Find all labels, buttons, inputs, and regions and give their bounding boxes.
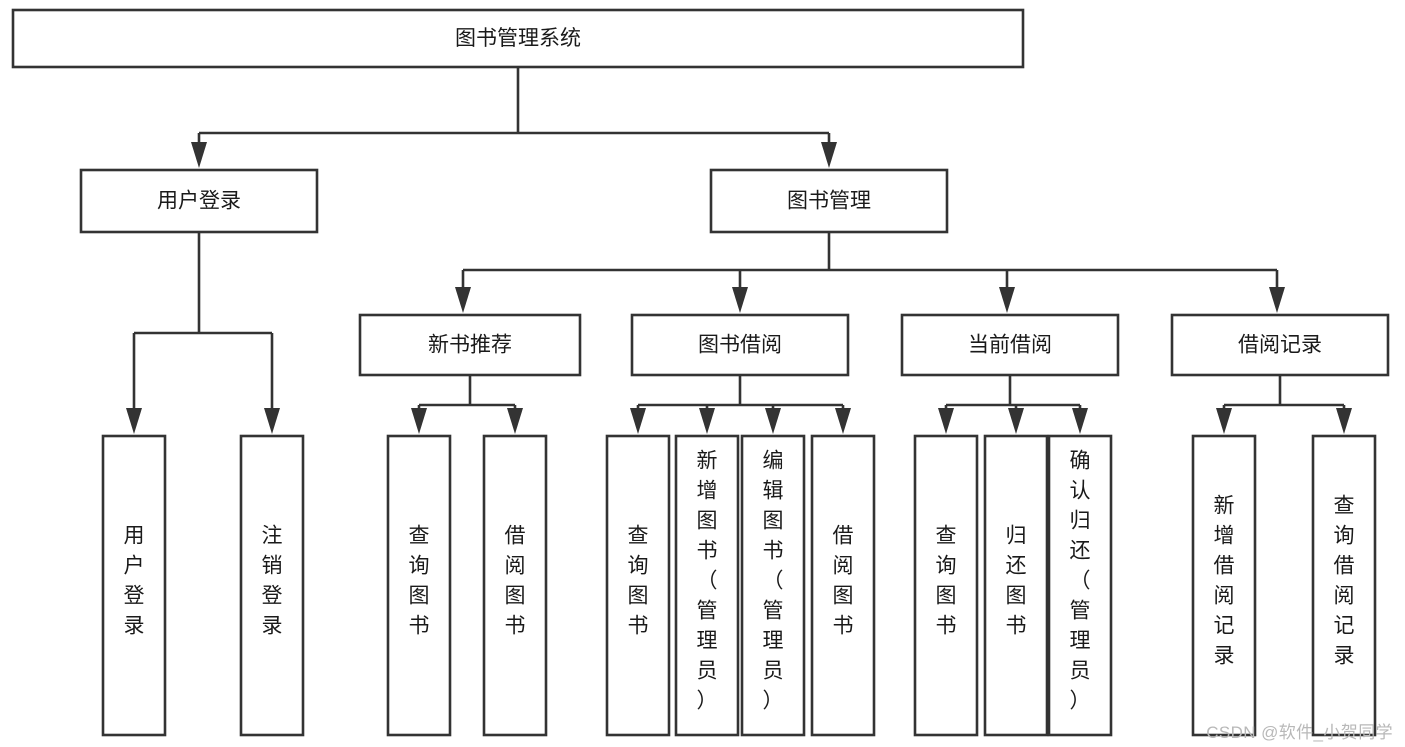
- node-l3-当前借阅[interactable]: 当前借阅: [900, 313, 1120, 377]
- node-leaf-2-查询图书[interactable]: 查询图书: [386, 434, 452, 737]
- connector-current-to-leaves: [938, 375, 1088, 434]
- node-leaf-3-借阅图书[interactable]: 借阅图书: [482, 434, 548, 737]
- node-leaf-6-编辑图书（管理员）[interactable]: 编辑图书（管理员）: [740, 434, 806, 737]
- node-label: 当前借阅: [968, 334, 1052, 357]
- node-label: 查询图书: [628, 525, 649, 638]
- node-label: 归还图书: [1006, 525, 1027, 638]
- node-l2-用户登录[interactable]: 用户登录: [79, 168, 319, 234]
- node-label: 用户登录: [124, 525, 145, 638]
- connector-bookmgmt-to-level3: [455, 232, 1285, 313]
- node-label: 借阅记录: [1238, 334, 1322, 357]
- node-l3-新书推荐[interactable]: 新书推荐: [358, 313, 582, 377]
- connector-newbook-to-leaves: [411, 375, 523, 434]
- node-layer: 图书管理系统用户登录图书管理新书推荐图书借阅当前借阅借阅记录用户登录注销登录查询…: [11, 8, 1390, 737]
- node-label: 新书推荐: [428, 334, 512, 357]
- node-label: 图书管理: [787, 190, 871, 213]
- node-label: 查询图书: [409, 525, 430, 638]
- connector-userlogin-to-leaves: [126, 232, 280, 434]
- node-label: 新增借阅记录: [1214, 495, 1235, 668]
- node-label: 新增图书（管理员）: [697, 450, 718, 713]
- node-leaf-0-用户登录[interactable]: 用户登录: [101, 434, 167, 737]
- node-leaf-4-查询图书[interactable]: 查询图书: [605, 434, 671, 737]
- node-leaf-11-新增借阅记录[interactable]: 新增借阅记录: [1191, 434, 1257, 737]
- node-root-图书管理系统[interactable]: 图书管理系统: [11, 8, 1025, 69]
- node-label: 查询借阅记录: [1334, 495, 1355, 668]
- node-l3-借阅记录[interactable]: 借阅记录: [1170, 313, 1390, 377]
- node-label: 借阅图书: [833, 525, 854, 638]
- node-label: 借阅图书: [505, 525, 526, 638]
- node-leaf-7-借阅图书[interactable]: 借阅图书: [810, 434, 876, 737]
- node-label: 查询图书: [936, 525, 957, 638]
- node-label: 注销登录: [262, 525, 283, 638]
- connector-layer: [126, 67, 1352, 434]
- node-leaf-8-查询图书[interactable]: 查询图书: [913, 434, 979, 737]
- node-leaf-5-新增图书（管理员）[interactable]: 新增图书（管理员）: [674, 434, 740, 737]
- connector-borrow-to-leaves: [630, 375, 851, 434]
- node-l3-图书借阅[interactable]: 图书借阅: [630, 313, 850, 377]
- node-label: 用户登录: [157, 190, 241, 213]
- node-l2-图书管理[interactable]: 图书管理: [709, 168, 949, 234]
- node-label: 确认归还（管理员）: [1070, 450, 1091, 713]
- node-label: 图书借阅: [698, 334, 782, 357]
- node-label: 图书管理系统: [455, 27, 581, 50]
- node-leaf-12-查询借阅记录[interactable]: 查询借阅记录: [1311, 434, 1377, 737]
- connector-record-to-leaves: [1216, 375, 1352, 434]
- node-label: 编辑图书（管理员）: [763, 450, 784, 713]
- node-leaf-9-归还图书[interactable]: 归还图书: [983, 434, 1049, 737]
- node-leaf-1-注销登录[interactable]: 注销登录: [239, 434, 305, 737]
- node-leaf-10-确认归还（管理员）[interactable]: 确认归还（管理员）: [1047, 434, 1113, 737]
- connector-root-to-level2: [191, 67, 837, 168]
